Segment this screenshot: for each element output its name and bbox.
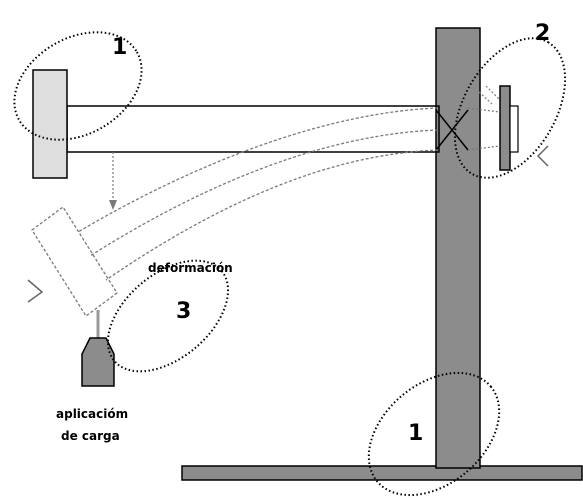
- base-plate: [181, 465, 583, 481]
- beam-deformed: [77, 107, 439, 281]
- load-label-line2: de carga: [61, 429, 120, 443]
- vertical-column: [435, 27, 481, 469]
- load-weight: [81, 337, 115, 387]
- load-label-line1: aplicacióm: [56, 407, 128, 421]
- zone-ellipse-bottom: [367, 371, 501, 497]
- zone-number-middle: 3: [176, 299, 191, 324]
- right-arrow-marker: [536, 145, 549, 167]
- joint-cross: [435, 109, 469, 151]
- zone-number-bottom: 1: [408, 421, 423, 446]
- zone-number-top-right: 2: [535, 21, 550, 46]
- left-end-plate: [32, 69, 68, 179]
- right-clamp-bracket: [509, 105, 519, 153]
- deformed-end-plate: [31, 206, 118, 317]
- zone-ellipse-top-left: [13, 31, 143, 141]
- zone-number-top-left: 1: [112, 35, 127, 60]
- deformation-direction-arrow: [109, 152, 117, 210]
- deformation-label: deformación: [148, 261, 233, 275]
- left-arrow-marker: [27, 279, 44, 303]
- right-hinge-dashes: [467, 85, 501, 151]
- right-clamp-plate: [499, 85, 511, 171]
- zone-ellipse-middle: [106, 259, 230, 373]
- zone-ellipse-top-right: [453, 37, 567, 179]
